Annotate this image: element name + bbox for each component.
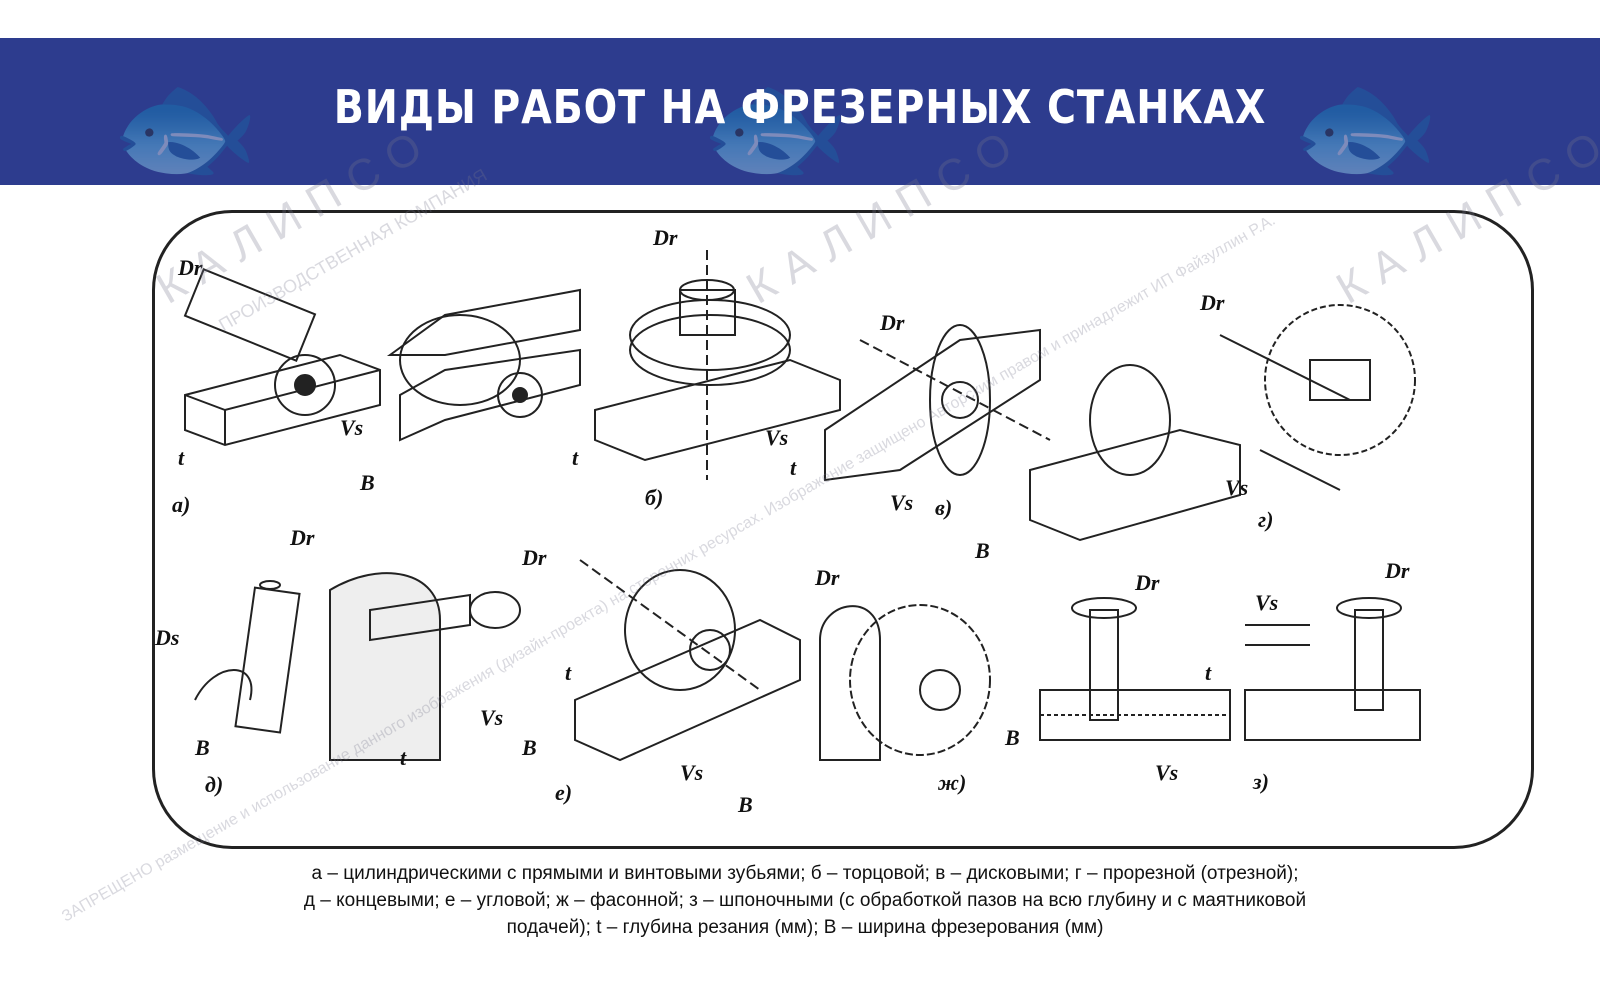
panel-e-drawing xyxy=(574,559,801,762)
symbol: B xyxy=(738,792,753,817)
panel-label-a: а) xyxy=(172,492,191,517)
symbol: Dr xyxy=(815,565,840,590)
symbol: B xyxy=(975,538,990,563)
panel-b-drawing xyxy=(594,250,841,480)
symbol: t xyxy=(1205,660,1212,685)
panel-v-drawing xyxy=(824,324,1051,482)
caption-line: подачей); t – глубина резания (мм); B – … xyxy=(506,917,1104,938)
fish-logo-icon: 🐟 xyxy=(1290,60,1440,194)
symbol: Vs xyxy=(1225,475,1249,500)
symbol: B xyxy=(195,735,210,760)
panel-label-g: г) xyxy=(1258,507,1274,532)
symbol: Dr xyxy=(880,310,905,335)
panel-z-drawing xyxy=(1039,597,1421,741)
symbol: t xyxy=(572,445,579,470)
symbol: Dr xyxy=(522,545,547,570)
symbol: Vs xyxy=(1155,760,1179,785)
symbol: B xyxy=(360,470,375,495)
symbol: Dr xyxy=(1135,570,1160,595)
panel-label-v: в) xyxy=(935,495,953,520)
symbol: t xyxy=(400,745,407,770)
symbol: Vs xyxy=(1255,590,1279,615)
panel-label-zh: ж) xyxy=(938,770,967,795)
fish-logo-icon: 🐟 xyxy=(700,60,850,194)
symbol: Vs xyxy=(890,490,914,515)
panel-zh-drawing xyxy=(819,604,991,761)
panel-a-drawing xyxy=(183,268,581,447)
panel-label-b: б) xyxy=(645,485,664,510)
symbol: Dr xyxy=(290,525,315,550)
symbol: Dr xyxy=(1385,558,1410,583)
panel-g-drawing xyxy=(1029,304,1416,542)
symbol: B xyxy=(1005,725,1020,750)
figure-caption: а – цилиндрическими с прямыми и винтовым… xyxy=(160,860,1450,941)
symbol: Dr xyxy=(1200,290,1225,315)
diagram-frame xyxy=(152,210,1534,849)
caption-line: д – концевыми; е – угловой; ж – фасонной… xyxy=(303,890,1307,911)
caption-line: а – цилиндрическими с прямыми и винтовым… xyxy=(311,863,1299,884)
header-banner: 🐟 🐟 🐟 xyxy=(0,38,1600,194)
symbol: t xyxy=(178,445,185,470)
symbol: B xyxy=(522,735,537,760)
page-title: ВИДЫ РАБОТ НА ФРЕЗЕРНЫХ СТАНКАХ xyxy=(333,80,1267,134)
panel-d-drawing xyxy=(194,572,521,761)
symbol: Vs xyxy=(340,415,364,440)
symbol: Dr xyxy=(653,225,678,250)
panel-label-e: е) xyxy=(555,780,573,805)
fish-logo-icon: 🐟 xyxy=(110,60,260,194)
symbol: Dr xyxy=(178,255,203,280)
symbol: t xyxy=(565,660,572,685)
panel-label-d: д) xyxy=(205,772,224,797)
symbol: Vs xyxy=(480,705,504,730)
symbol: Vs xyxy=(765,425,789,450)
panel-label-z: з) xyxy=(1253,769,1269,794)
symbol: Ds xyxy=(155,625,180,650)
symbol: Vs xyxy=(680,760,704,785)
symbol: t xyxy=(790,455,797,480)
